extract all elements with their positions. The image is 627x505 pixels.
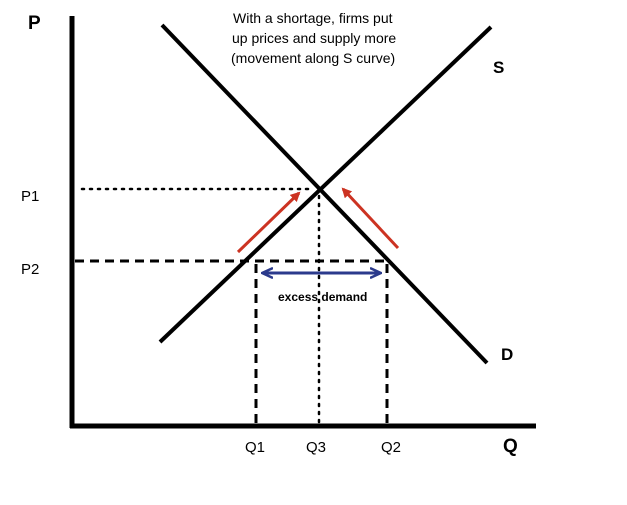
annotation-line-3: (movement along S curve): [231, 50, 395, 66]
y-axis-title: P: [28, 13, 41, 34]
annotation-line-2: up prices and supply more: [232, 30, 396, 46]
annotation-line-1: With a shortage, firms put: [233, 10, 393, 26]
demand-movement-arrow: [341, 187, 400, 250]
price-label-p1: P1: [21, 188, 39, 205]
supply-movement-arrow: [236, 191, 301, 254]
x-axis-title: Q: [503, 436, 518, 457]
supply-curve-label: S: [493, 58, 504, 77]
supply-curve: [158, 25, 493, 344]
price-label-p2: P2: [21, 261, 39, 278]
quantity-label-q2: Q2: [381, 439, 401, 456]
demand-curve: [160, 23, 489, 365]
quantity-label-q3: Q3: [306, 439, 326, 456]
quantity-label-q1: Q1: [245, 439, 265, 456]
demand-curve-label: D: [501, 345, 513, 364]
excess-demand-label: excess demand: [278, 290, 367, 304]
